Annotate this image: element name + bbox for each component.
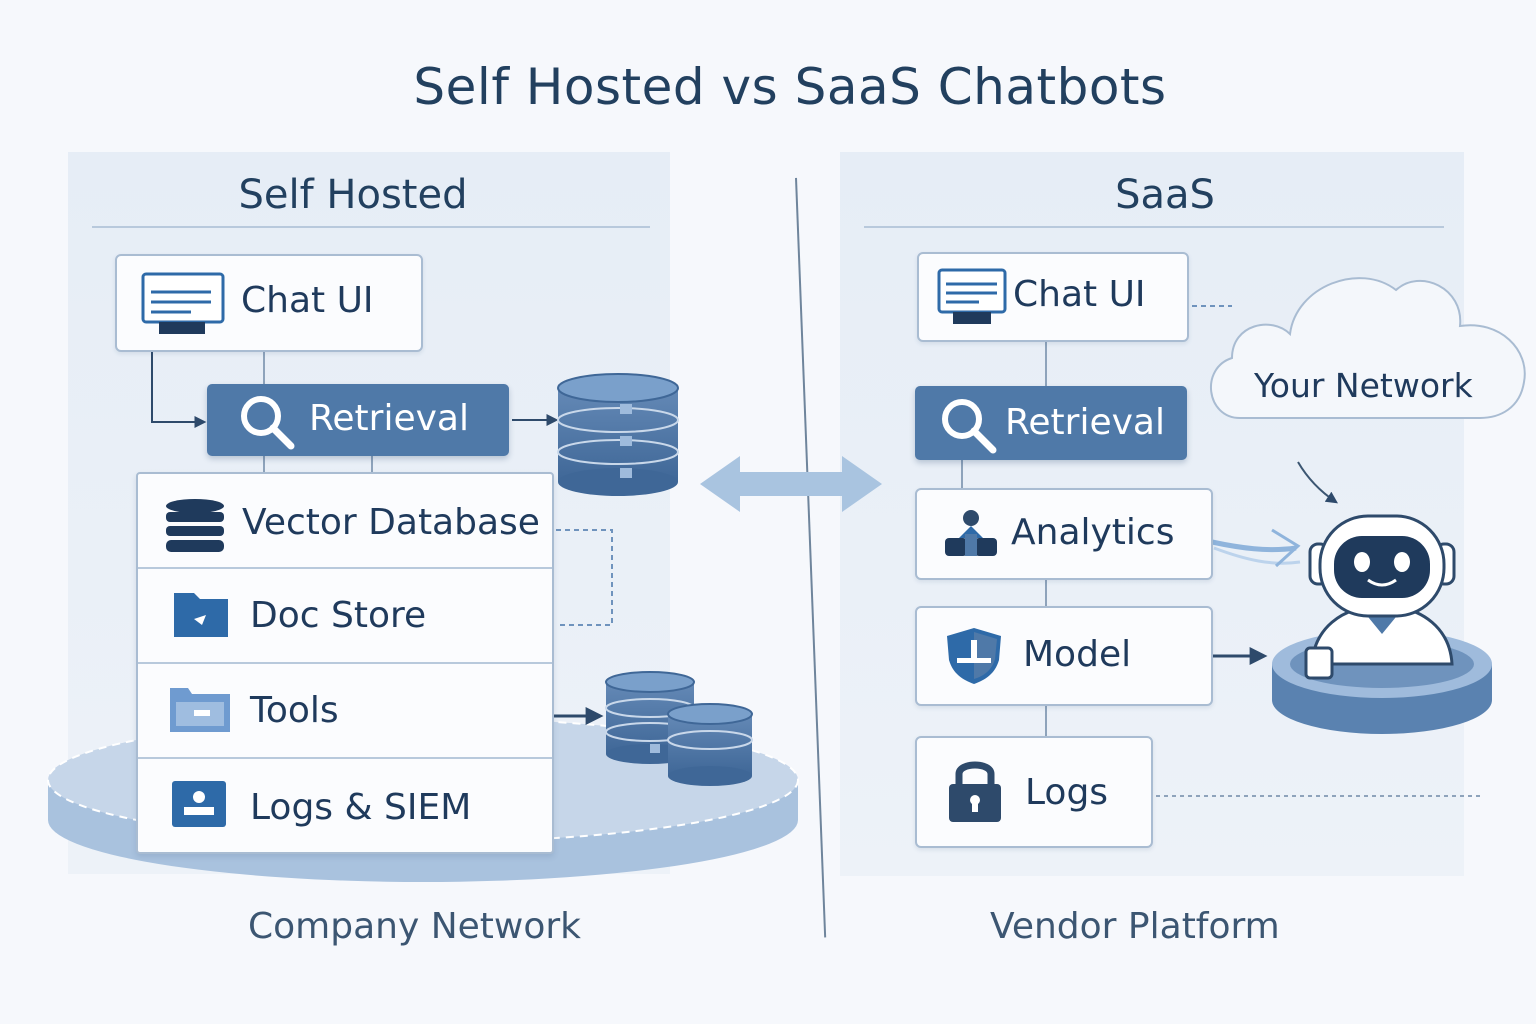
component-label: Doc Store	[250, 595, 427, 636]
monitor-icon	[937, 268, 1007, 324]
vendor-platform-caption: Vendor Platform	[990, 906, 1280, 947]
page-title: Self Hosted vs SaaS Chatbots	[413, 58, 1167, 116]
component-label: Tools	[250, 690, 339, 731]
double-arrow-icon	[700, 456, 882, 512]
retrieval-label: Retrieval	[309, 398, 469, 439]
saas-chat-ui-box[interactable]: Chat UI	[917, 252, 1189, 342]
toolbox-icon	[170, 688, 230, 732]
database-stack-icon	[557, 373, 679, 496]
self-hosted-retrieval-box[interactable]: Retrieval	[207, 384, 509, 456]
saas-heading: SaaS	[1115, 172, 1215, 218]
search-icon	[241, 396, 295, 450]
tools-row[interactable]: Tools	[138, 664, 552, 759]
model-box[interactable]: Model	[915, 606, 1213, 706]
chat-ui-label: Chat UI	[241, 280, 374, 321]
folder-icon	[174, 593, 228, 637]
search-icon	[942, 399, 997, 454]
cloud-icon	[1209, 277, 1526, 419]
id-card-icon	[172, 781, 226, 827]
database-icon	[166, 499, 224, 552]
self-hosted-chat-ui-box[interactable]: Chat UI	[115, 254, 423, 352]
model-label: Model	[1023, 634, 1132, 675]
your-network-label: Your Network	[1254, 366, 1473, 405]
robot-icon	[1304, 514, 1456, 680]
shield-icon	[947, 628, 1001, 684]
lock-icon	[949, 761, 1001, 822]
saas-rule	[864, 226, 1444, 228]
self-hosted-rule	[92, 226, 650, 228]
self-hosted-component-stack: Vector Database Doc Store Tools Logs & S…	[136, 472, 554, 854]
logs-box[interactable]: Logs	[915, 736, 1153, 848]
logs-siem-row[interactable]: Logs & SIEM	[138, 759, 552, 852]
retrieval-label: Retrieval	[1005, 402, 1165, 443]
component-label: Vector Database	[242, 502, 540, 543]
analytics-people-icon	[945, 510, 997, 556]
saas-retrieval-box[interactable]: Retrieval	[915, 386, 1187, 460]
chat-ui-label: Chat UI	[1013, 274, 1146, 315]
logs-label: Logs	[1025, 772, 1109, 813]
monitor-icon	[141, 272, 225, 334]
company-network-caption: Company Network	[248, 906, 582, 947]
analytics-box[interactable]: Analytics	[915, 488, 1213, 580]
analytics-label: Analytics	[1011, 512, 1175, 553]
storage-cylinders-icon	[605, 671, 753, 786]
self-hosted-heading: Self Hosted	[238, 172, 468, 218]
component-label: Logs & SIEM	[250, 787, 472, 828]
doc-store-row[interactable]: Doc Store	[138, 569, 552, 664]
vector-database-row[interactable]: Vector Database	[138, 474, 552, 569]
